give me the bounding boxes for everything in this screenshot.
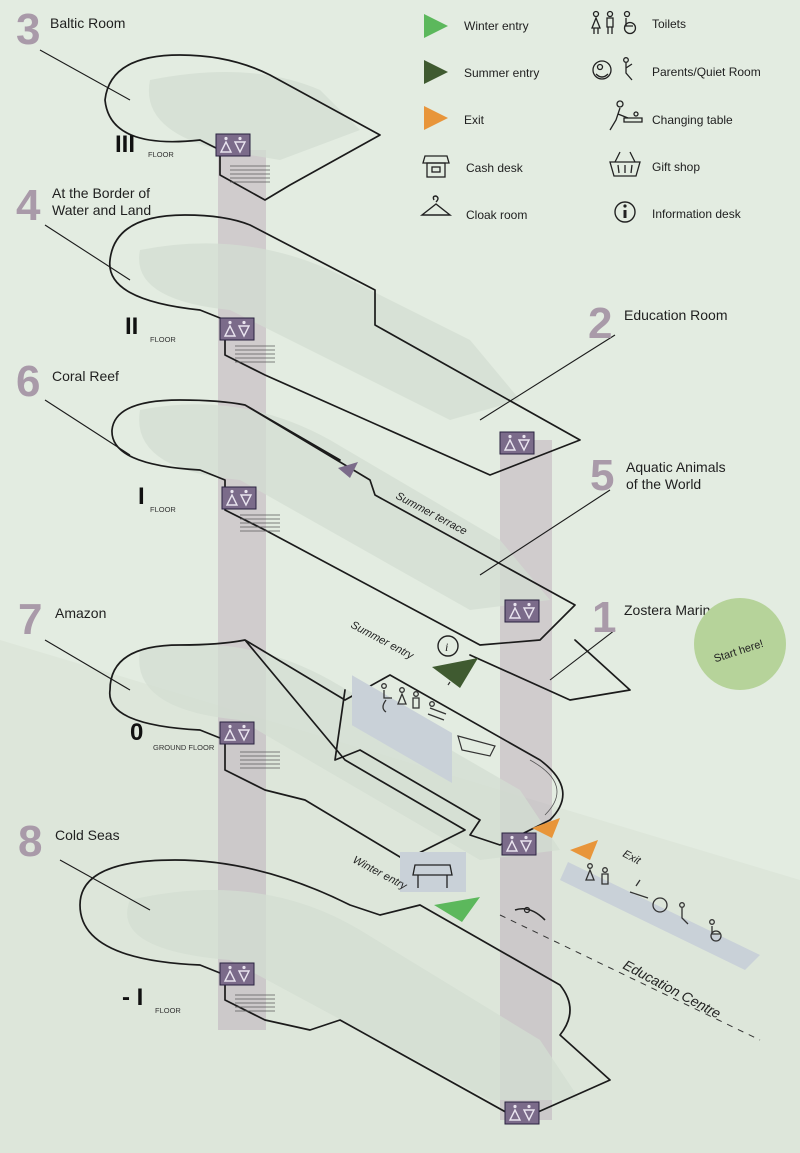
legend-cloak-room: Cloak room xyxy=(466,208,527,222)
basket-icon xyxy=(447,681,496,757)
floor-word: FLOOR xyxy=(150,505,176,514)
legend-summer-entry: Summer entry xyxy=(464,66,539,80)
elevator-shaft-right xyxy=(500,440,552,1120)
room-name: Baltic Room xyxy=(50,15,125,31)
facility-panel xyxy=(352,675,452,783)
elevator-icon xyxy=(221,486,257,510)
leader-room-6 xyxy=(44,399,131,456)
ground-floor-plan xyxy=(109,639,760,970)
info-icon xyxy=(614,201,636,223)
cash-desk-icon xyxy=(422,155,450,178)
exit-triangle-icon xyxy=(424,106,448,130)
floor-word: FLOOR xyxy=(150,335,176,344)
room-number: 7 xyxy=(18,595,42,644)
legend-changing-table: Changing table xyxy=(652,113,733,127)
facilities-strip xyxy=(560,862,760,970)
toilets-icon xyxy=(591,10,637,35)
elevator-icon xyxy=(499,431,535,455)
room-name: Amazon xyxy=(55,605,106,621)
elevator-icon xyxy=(219,721,255,745)
summer-entry-triangle-icon xyxy=(432,658,478,688)
room-number: 8 xyxy=(18,817,42,866)
room-name: Zostera Marina xyxy=(624,602,718,618)
floor-number: I xyxy=(138,483,145,510)
education-centre-path xyxy=(499,914,761,1041)
leader-room-3 xyxy=(39,49,131,101)
floor-1-plan xyxy=(111,399,631,701)
leader-room-7 xyxy=(44,639,131,691)
floor-minus-1-plan xyxy=(79,859,761,1125)
floor-number: 0 xyxy=(130,719,143,746)
floor-word: GROUND FLOOR xyxy=(153,743,215,752)
room-name: of the World xyxy=(626,476,701,492)
room-number: 4 xyxy=(16,181,41,230)
legend-toilets: Toilets xyxy=(652,17,686,31)
winter-entry-triangle-icon xyxy=(434,897,480,922)
room-name: At the Border of xyxy=(52,185,150,201)
room-name: Aquatic Animals xyxy=(626,459,726,475)
summer-entry-label: Summer entry xyxy=(349,619,417,663)
exit-triangle-icon xyxy=(570,840,598,860)
floor-number: - I xyxy=(122,984,143,1011)
legend: Winter entry Summer entry Exit Cash desk… xyxy=(419,10,761,223)
basket-icon xyxy=(609,151,641,177)
parents-room-icon xyxy=(592,57,633,81)
room-name: Coral Reef xyxy=(52,368,119,384)
info-icon xyxy=(437,635,459,657)
legend-information-desk: Information desk xyxy=(652,207,742,221)
floor-number: II xyxy=(125,313,138,340)
room-number: 2 xyxy=(588,299,612,348)
summer-terrace-entry-icon xyxy=(338,462,358,478)
winter-entry-triangle-icon xyxy=(424,14,448,38)
leader-room-1 xyxy=(549,629,616,681)
legend-cash-desk: Cash desk xyxy=(466,161,524,175)
spiral-stairs xyxy=(529,759,558,816)
start-here-circle[interactable] xyxy=(694,598,786,690)
room-name: Education Room xyxy=(624,307,728,323)
exit-triangle-icon xyxy=(532,818,560,838)
exit-strip-facility-icons xyxy=(585,863,722,942)
legend-exit: Exit xyxy=(464,113,485,127)
floor-word: FLOOR xyxy=(148,150,174,159)
cash-desk-panel xyxy=(400,852,466,892)
elevator-icon xyxy=(501,832,537,856)
summer-entry-triangle-icon xyxy=(424,60,448,84)
room-number: 6 xyxy=(16,357,40,406)
changing-table-icon xyxy=(609,100,643,131)
elevator-icon xyxy=(215,133,251,157)
elevator-icon xyxy=(504,1101,540,1125)
room-number: 5 xyxy=(590,451,614,500)
leader-room-2 xyxy=(479,334,616,421)
room-number: 3 xyxy=(16,5,40,54)
room-name: Water and Land xyxy=(52,202,151,218)
hanger-icon xyxy=(419,195,453,216)
floor-word: FLOOR xyxy=(155,1006,181,1015)
cash-desk-icon xyxy=(412,864,453,888)
floor-2-plan xyxy=(109,214,581,476)
legend-winter-entry: Winter entry xyxy=(464,19,529,33)
legend-gift-shop: Gift shop xyxy=(652,160,700,174)
elevator-icon xyxy=(504,599,540,623)
leader-room-8 xyxy=(59,859,151,911)
room-number: 1 xyxy=(592,593,616,642)
background-band xyxy=(0,640,800,1153)
leader-room-4 xyxy=(44,224,131,281)
elevator-icon xyxy=(219,962,255,986)
leader-room-5 xyxy=(479,489,611,576)
floor-number: III xyxy=(115,131,135,158)
svg-text:i: i xyxy=(445,640,448,654)
legend-parents-room: Parents/Quiet Room xyxy=(652,65,761,79)
elevator-icon xyxy=(219,317,255,341)
ground-facility-icons xyxy=(381,683,447,721)
room-name: Cold Seas xyxy=(55,827,120,843)
floor-3-plan xyxy=(104,54,381,201)
